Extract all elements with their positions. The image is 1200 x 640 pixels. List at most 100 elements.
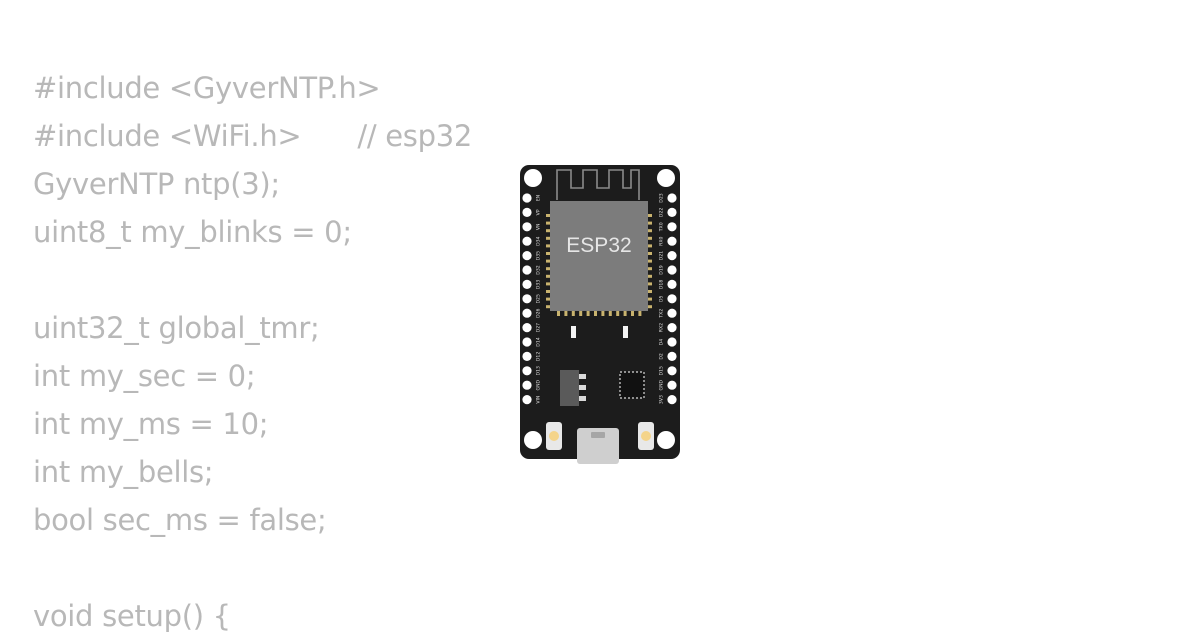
code-line-11 (33, 544, 472, 592)
left-pin-d33[interactable] (522, 279, 532, 289)
chip-pad (546, 274, 552, 278)
chip-pad (638, 310, 642, 316)
chip-pad (546, 290, 552, 293)
chip-pad (646, 244, 652, 248)
right-pin-rx2[interactable] (667, 323, 677, 333)
smd-led-1 (571, 326, 576, 338)
right-pin-rx0[interactable] (667, 236, 677, 246)
chip-pad (546, 297, 552, 301)
chip-pad (601, 310, 605, 316)
left-pin-vn[interactable] (522, 222, 532, 232)
left-pin-label: VN (536, 224, 542, 231)
left-pin-d26[interactable] (522, 308, 532, 318)
chip-pad (646, 259, 652, 263)
right-pin-d4[interactable] (667, 337, 677, 347)
right-pin-gnd[interactable] (667, 380, 677, 390)
chip-pad (546, 244, 552, 248)
right-pin-label: TX0 (659, 222, 665, 232)
right-pin-label: D19 (659, 265, 665, 274)
left-pin-label: D33 (536, 280, 542, 289)
right-pin-label: D5 (659, 295, 665, 302)
board-graphic: ESP32 ENVPVND34D35D32D33D25D26D27D14D12D… (520, 165, 680, 464)
right-pin-label: D23 (659, 193, 665, 202)
code-line-6: uint32_t global_tmr; (33, 311, 320, 345)
left-pin-label: D14 (536, 337, 542, 346)
left-pin-d27[interactable] (522, 323, 532, 333)
code-line-4: uint8_t my_blinks = 0; (33, 215, 352, 249)
chip-label: ESP32 (566, 234, 631, 257)
chip-pad (586, 310, 590, 316)
chip-pad (546, 236, 552, 240)
reset-button[interactable] (641, 431, 651, 441)
code-line-5 (33, 256, 472, 304)
chip-pad (546, 229, 552, 233)
left-pin-gnd[interactable] (522, 380, 532, 390)
left-pin-d25[interactable] (522, 294, 532, 304)
left-pin-d32[interactable] (522, 265, 532, 275)
chip-pad (564, 310, 568, 316)
left-pin-label: D13 (536, 366, 542, 375)
chip-pad (631, 310, 634, 316)
left-pin-vp[interactable] (522, 207, 532, 217)
left-pin-label: GND (536, 379, 542, 390)
left-pin-en[interactable] (522, 193, 532, 203)
chip-pad (646, 214, 652, 217)
right-pin-label: D22 (659, 208, 665, 217)
left-pin-header: ENVPVND34D35D32D33D25D26D27D14D12D13GNDV… (522, 193, 542, 405)
code-line-10: bool sec_ms = false; (33, 503, 327, 537)
chip-pad (646, 267, 652, 271)
left-pin-d14[interactable] (522, 337, 532, 347)
left-pin-label: D27 (536, 323, 542, 332)
code-line-2: #include <WiFi.h>// esp32 (33, 112, 472, 160)
left-pin-d34[interactable] (522, 236, 532, 246)
left-pin-d13[interactable] (522, 366, 532, 376)
chip-pad (646, 252, 652, 255)
right-pin-label: D18 (659, 280, 665, 289)
left-pin-vin[interactable] (522, 395, 532, 405)
right-pin-d22[interactable] (667, 207, 677, 217)
right-pin-label: GND (659, 379, 665, 390)
right-pin-tx2[interactable] (667, 308, 677, 318)
left-pin-label: D26 (536, 308, 542, 317)
chip-pad (579, 310, 583, 316)
right-pin-label: D21 (659, 251, 665, 260)
right-pin-d21[interactable] (667, 251, 677, 261)
right-pin-label: RX0 (659, 236, 665, 245)
boot-button[interactable] (549, 431, 559, 441)
right-pin-3v3[interactable] (667, 395, 677, 405)
right-pin-label: 3V3 (659, 395, 665, 404)
chip-pad (546, 282, 552, 286)
chip-pad (546, 267, 552, 271)
chip-pad (557, 310, 560, 316)
code-editor: #include <GyverNTP.h> #include <WiFi.h>/… (33, 64, 472, 640)
micro-usb-port[interactable] (577, 428, 619, 464)
right-pin-label: D2 (659, 353, 665, 360)
right-pin-tx0[interactable] (667, 222, 677, 232)
right-pin-d18[interactable] (667, 279, 677, 289)
left-pin-d12[interactable] (522, 351, 532, 361)
mounting-hole-tr (657, 169, 675, 187)
left-pin-label: D32 (536, 265, 542, 274)
usb-serial-chip (619, 371, 645, 399)
regulator-pin-2 (579, 385, 586, 390)
left-pin-label: D34 (536, 236, 542, 245)
chip-pad (646, 290, 652, 293)
right-pin-d2[interactable] (667, 351, 677, 361)
left-pin-label: D35 (536, 251, 542, 260)
left-pin-label: D25 (536, 294, 542, 303)
regulator-pin-1 (579, 374, 586, 379)
chip-pad (646, 282, 652, 286)
smd-led-2 (623, 326, 628, 338)
left-pin-label: EN (536, 195, 542, 201)
right-pin-d5[interactable] (667, 294, 677, 304)
right-pin-d23[interactable] (667, 193, 677, 203)
right-pin-d19[interactable] (667, 265, 677, 275)
code-line-9: int my_bells; (33, 455, 214, 489)
right-pin-label: D4 (659, 339, 665, 346)
chip-pad (616, 310, 620, 316)
left-pin-d35[interactable] (522, 251, 532, 261)
chip-pad (646, 229, 652, 233)
right-pin-header: D23D22TX0RX0D21D19D18D5TX2RX2D4D2D15GND3… (659, 193, 677, 405)
right-pin-d15[interactable] (667, 366, 677, 376)
